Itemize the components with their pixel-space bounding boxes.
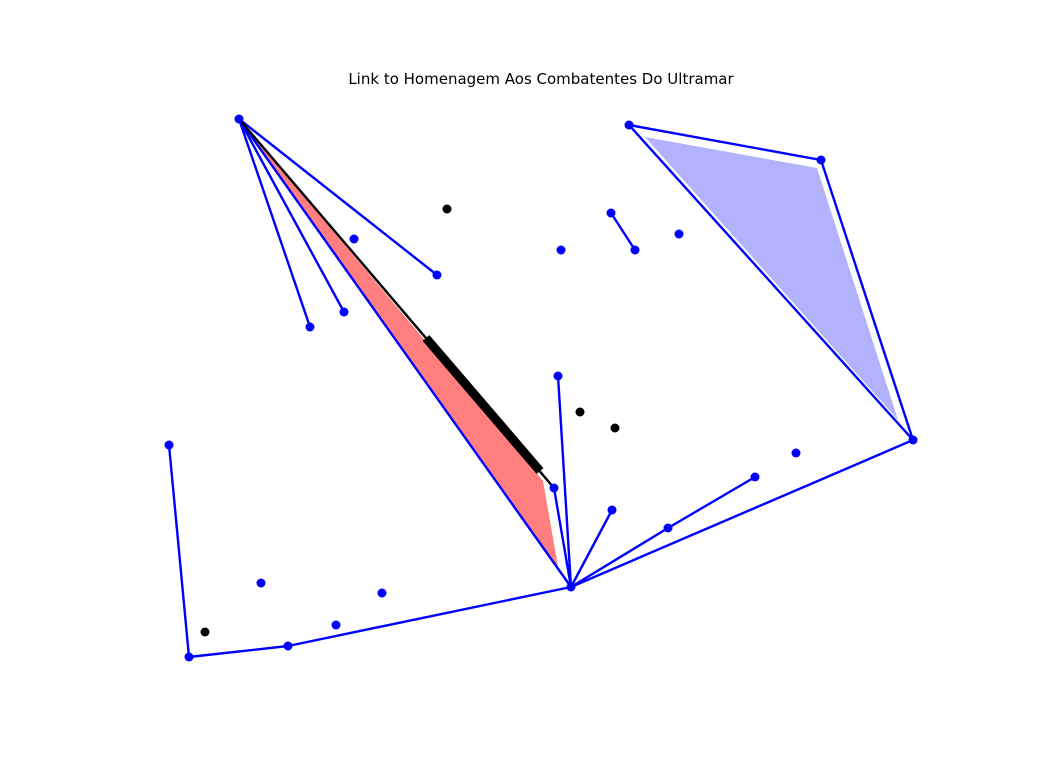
edge xyxy=(819,158,915,442)
node xyxy=(377,588,387,598)
node xyxy=(164,440,174,450)
edge xyxy=(627,123,823,162)
edge xyxy=(286,585,573,648)
black-node xyxy=(610,423,620,433)
blue-region xyxy=(645,137,898,420)
edge xyxy=(666,475,757,530)
node xyxy=(556,245,566,255)
node xyxy=(908,435,918,445)
edge xyxy=(609,211,637,252)
edge xyxy=(237,117,346,314)
diagram-title: Link to Homenagem Aos Combatentes Do Ult… xyxy=(348,70,734,88)
nodes xyxy=(164,114,918,662)
node xyxy=(553,371,563,381)
black-node xyxy=(575,407,585,417)
node xyxy=(549,483,559,493)
edges xyxy=(167,117,915,659)
edge xyxy=(569,508,614,589)
node xyxy=(432,270,442,280)
edge xyxy=(556,374,573,589)
black-node xyxy=(442,204,452,214)
edge xyxy=(569,438,915,589)
node xyxy=(283,641,293,651)
node xyxy=(184,652,194,662)
edge xyxy=(167,443,191,659)
black-node xyxy=(200,627,210,637)
edge xyxy=(552,486,573,589)
edge xyxy=(237,117,312,329)
node xyxy=(331,620,341,630)
node xyxy=(256,578,266,588)
node xyxy=(624,120,634,130)
node xyxy=(674,229,684,239)
link-thick-segment xyxy=(422,335,544,474)
edge xyxy=(237,117,439,277)
node xyxy=(607,505,617,515)
node xyxy=(606,208,616,218)
edge xyxy=(187,644,290,659)
node xyxy=(305,322,315,332)
edge xyxy=(569,526,670,589)
node xyxy=(663,523,673,533)
edge xyxy=(627,123,915,442)
link xyxy=(238,118,555,489)
node xyxy=(349,234,359,244)
node xyxy=(630,245,640,255)
node xyxy=(566,582,576,592)
highlight-nodes xyxy=(200,204,620,637)
node xyxy=(234,114,244,124)
edge xyxy=(237,117,573,589)
node xyxy=(750,472,760,482)
node xyxy=(339,307,349,317)
node xyxy=(816,155,826,165)
regions xyxy=(239,119,898,567)
node xyxy=(791,448,801,458)
